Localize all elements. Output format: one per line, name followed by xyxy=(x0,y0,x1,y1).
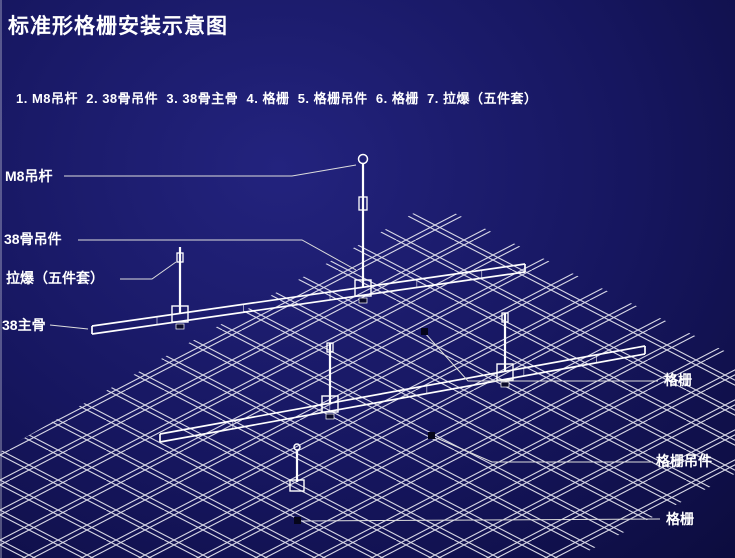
leader-lines xyxy=(49,164,661,522)
pointer-markers xyxy=(294,328,435,524)
callout-m8-rod: M8吊杆 xyxy=(5,168,53,184)
callout-expansion-bolt: 拉爆（五件套） xyxy=(6,270,104,286)
grille-lattice xyxy=(0,202,735,558)
m8-rod-hook-icon xyxy=(357,153,369,165)
callout-grille-lower: 格栅 xyxy=(666,511,694,527)
main-runner-carriers xyxy=(91,263,646,443)
hanger-rods xyxy=(176,153,509,482)
page-title: 标准形格栅安装示意图 xyxy=(8,15,228,38)
callout-bone38-hanger: 38骨吊件 xyxy=(4,231,62,247)
carrier-hatches xyxy=(156,270,597,429)
hanger-clips xyxy=(171,279,514,492)
clip-nuts xyxy=(175,297,510,420)
callout-grille-hanger: 格栅吊件 xyxy=(656,453,712,469)
legend-line: 1. M8吊杆 2. 38骨吊件 3. 38骨主骨 4. 格栅 5. 格栅吊件 … xyxy=(16,91,538,106)
callout-grille-upper: 格栅 xyxy=(664,372,692,388)
callout-main-runner-38: 38主骨 xyxy=(2,317,46,333)
left-edge-artifact xyxy=(0,0,2,558)
